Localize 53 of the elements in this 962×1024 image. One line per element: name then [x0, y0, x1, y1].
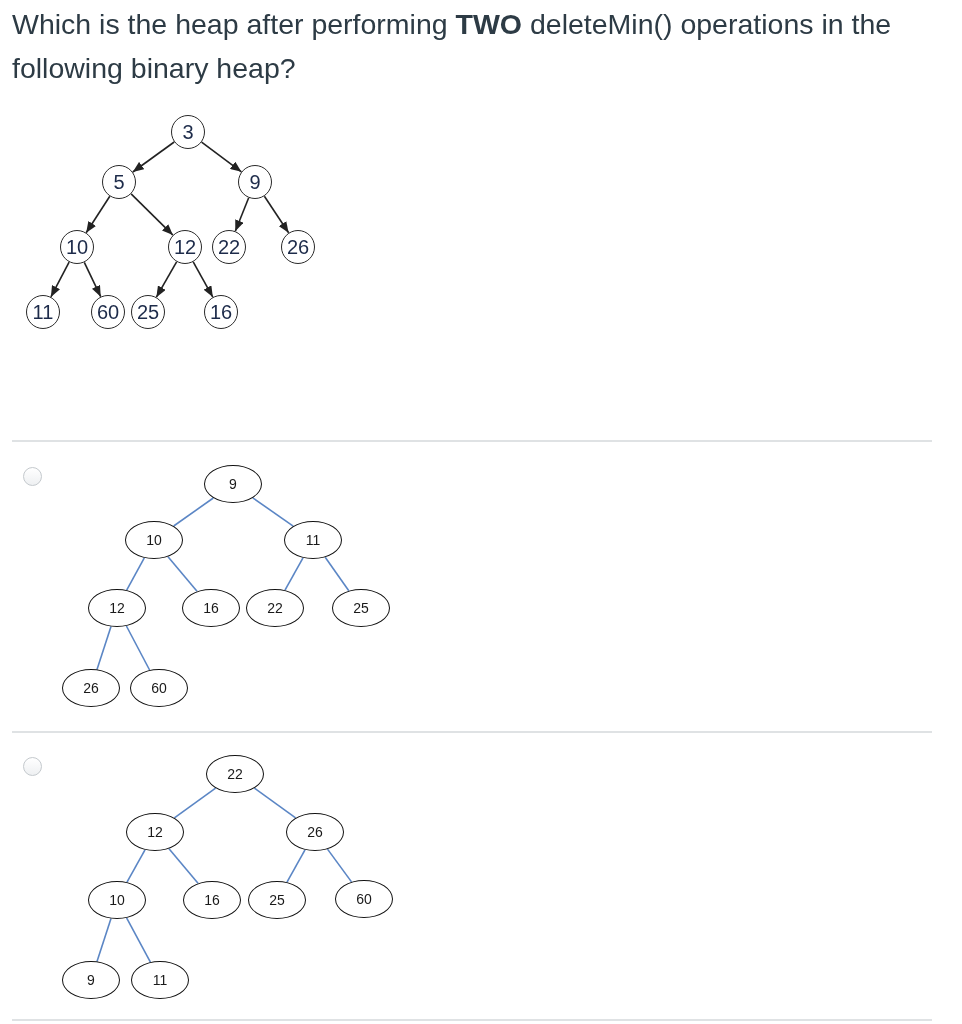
arrow [50, 261, 70, 298]
heap-node-circle: 5 [102, 165, 136, 199]
arrow [85, 195, 111, 234]
connector-line [126, 849, 146, 883]
connector-line [125, 625, 151, 671]
heap-node-ellipse: 25 [248, 881, 306, 919]
heap-node-circle: 3 [171, 115, 205, 149]
heap-node-ellipse: 16 [183, 881, 241, 919]
heap-node-circle: 10 [60, 230, 94, 264]
connector-line [96, 917, 112, 963]
arrow [83, 261, 102, 298]
heap-node-ellipse: 12 [88, 589, 146, 627]
question-text: Which is the heap after performing TWO deleteMin() operations in the following binary heap? [12, 7, 893, 86]
heap-node-circle: 11 [26, 295, 60, 329]
arrow [200, 141, 243, 173]
heap-node-ellipse: 22 [246, 589, 304, 627]
heap-node-circle: 16 [204, 295, 238, 329]
arrow [234, 197, 250, 232]
heap-node-ellipse: 10 [125, 521, 183, 559]
heap-node-circle: 12 [168, 230, 202, 264]
connector-line [96, 625, 112, 671]
heap-node-ellipse: 22 [206, 755, 264, 793]
connector-line [125, 557, 146, 591]
heap-node-circle: 22 [212, 230, 246, 264]
connector-line [125, 917, 152, 963]
heap-node-ellipse: 25 [332, 589, 390, 627]
heap-node-ellipse: 12 [126, 813, 184, 851]
heap-node-ellipse: 10 [88, 881, 146, 919]
heap-node-circle: 9 [238, 165, 272, 199]
arrow [132, 141, 175, 173]
arrow [263, 195, 290, 234]
arrow [192, 261, 214, 298]
connector-line [168, 847, 199, 885]
heap-node-ellipse: 9 [204, 465, 262, 503]
connector-line [252, 497, 294, 527]
connector-line [326, 848, 353, 883]
heap-node-circle: 60 [91, 295, 125, 329]
heap-node-ellipse: 11 [131, 961, 189, 999]
connector-line [286, 849, 306, 883]
arrow [155, 261, 178, 298]
heap-node-ellipse: 26 [286, 813, 344, 851]
connector-line [324, 556, 350, 592]
heap-node-circle: 26 [281, 230, 315, 264]
arrow [130, 193, 174, 236]
heap-node-ellipse: 16 [182, 589, 240, 627]
heap-node-circle: 25 [131, 295, 165, 329]
heap-node-ellipse: 26 [62, 669, 120, 707]
heap-node-ellipse: 60 [130, 669, 188, 707]
connector-line [284, 557, 304, 591]
heap-node-ellipse: 60 [335, 880, 393, 918]
heap-node-ellipse: 11 [284, 521, 342, 559]
connector-line [167, 555, 198, 593]
heap-node-ellipse: 9 [62, 961, 120, 999]
